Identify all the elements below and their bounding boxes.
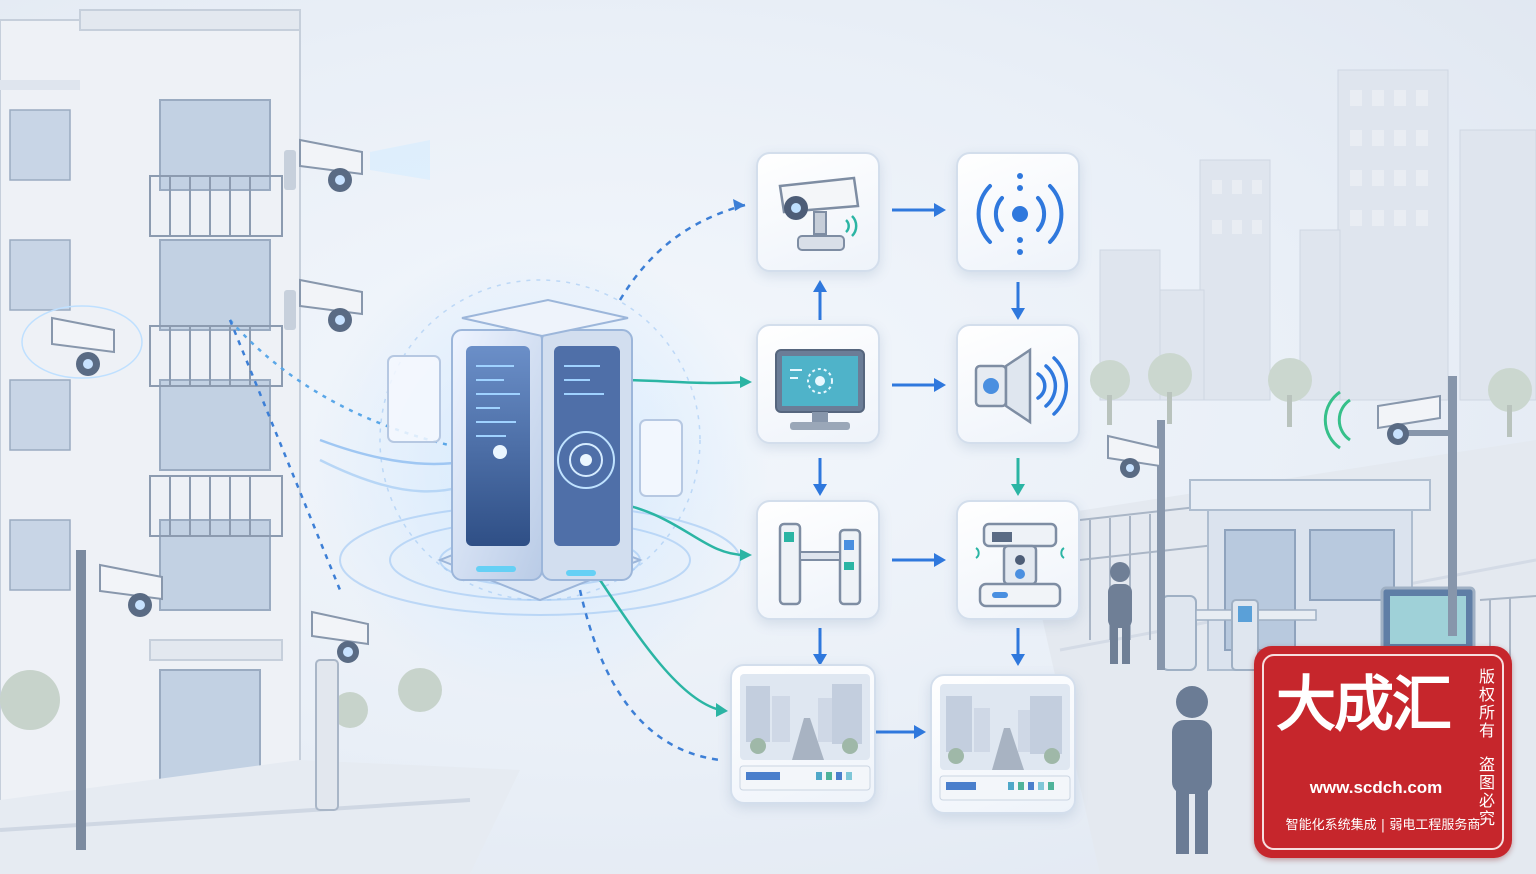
surveillance-camera-icon [21,305,143,379]
wireless-signal-icon [976,173,1064,255]
surveillance-camera-icon [311,610,369,663]
stamp-copyright-text: 版权所有 [1478,667,1495,740]
node-monitor [756,324,880,444]
node-camera [756,152,880,272]
node-video-1 [730,664,876,804]
person-figure [1172,686,1212,854]
surveillance-camera-icon [284,278,363,332]
node-video-2 [930,674,1076,814]
stamp-footer-text: 智能化系统集成 | 弱电工程服务商 [1285,818,1481,833]
access-reader-icon [975,522,1065,608]
stamp-logo-text: 大成汇 [1276,670,1452,740]
alarm-speaker-icon [974,347,1068,425]
flow-arrows [813,203,1025,739]
street-video-icon [939,684,1071,801]
city-skyline [1099,69,1536,401]
stamp-url: www.scdch.com [1309,778,1443,797]
node-reader [956,500,1080,620]
camera-pole-right [1157,376,1457,670]
surveillance-camera-icon [284,138,430,192]
surveillance-camera-icon [99,563,163,617]
surveillance-camera-icon [778,176,860,251]
street-video-icon [739,674,871,791]
monitor-icon [775,349,865,430]
stamp-border [1262,654,1504,850]
stamp-warning-text: 盗图必究 [1478,755,1495,828]
trees-left [0,668,442,730]
node-signal [956,152,1080,272]
watermark-stamp: 大成汇 版权所有 盗图必究 www.scdch.com 智能化系统集成 | 弱电… [1254,646,1512,858]
turnstile-gate-icon [778,522,862,606]
trees-right [1090,353,1532,437]
person-figure [1108,562,1132,664]
node-gate [756,500,880,620]
surveillance-camera-icon [1377,394,1441,445]
surveillance-camera-icon [1107,434,1161,478]
node-alarm [956,324,1080,444]
server-tower [437,298,643,602]
